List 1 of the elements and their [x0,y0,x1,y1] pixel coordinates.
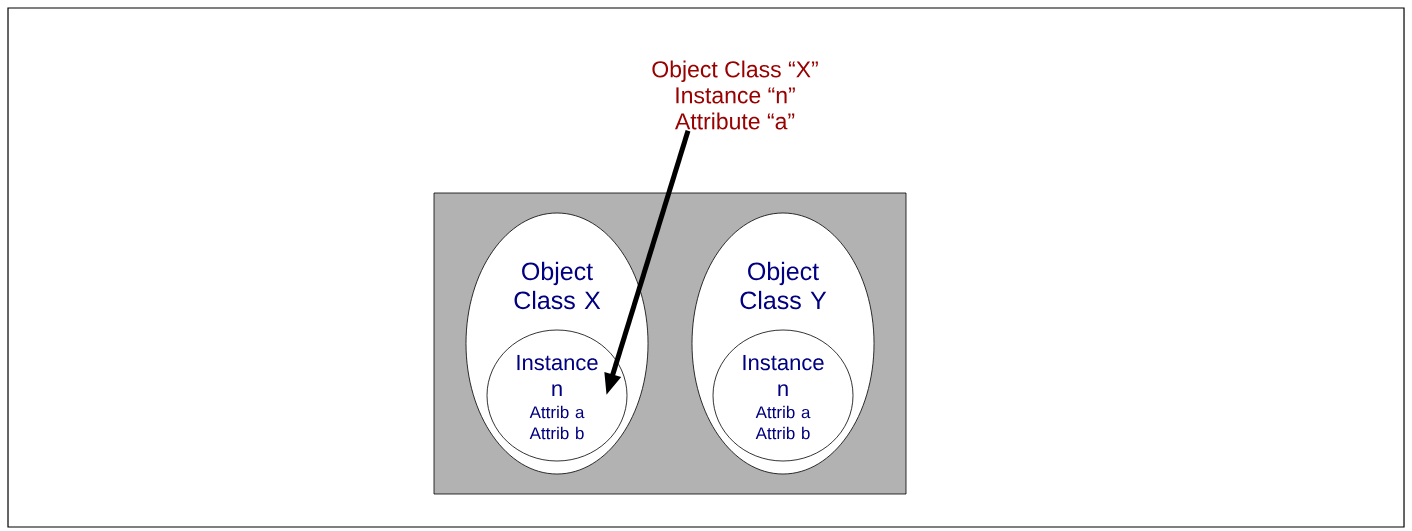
callout-text: Object Class “X” Instance “n” Attribute “a” [652,60,818,130]
